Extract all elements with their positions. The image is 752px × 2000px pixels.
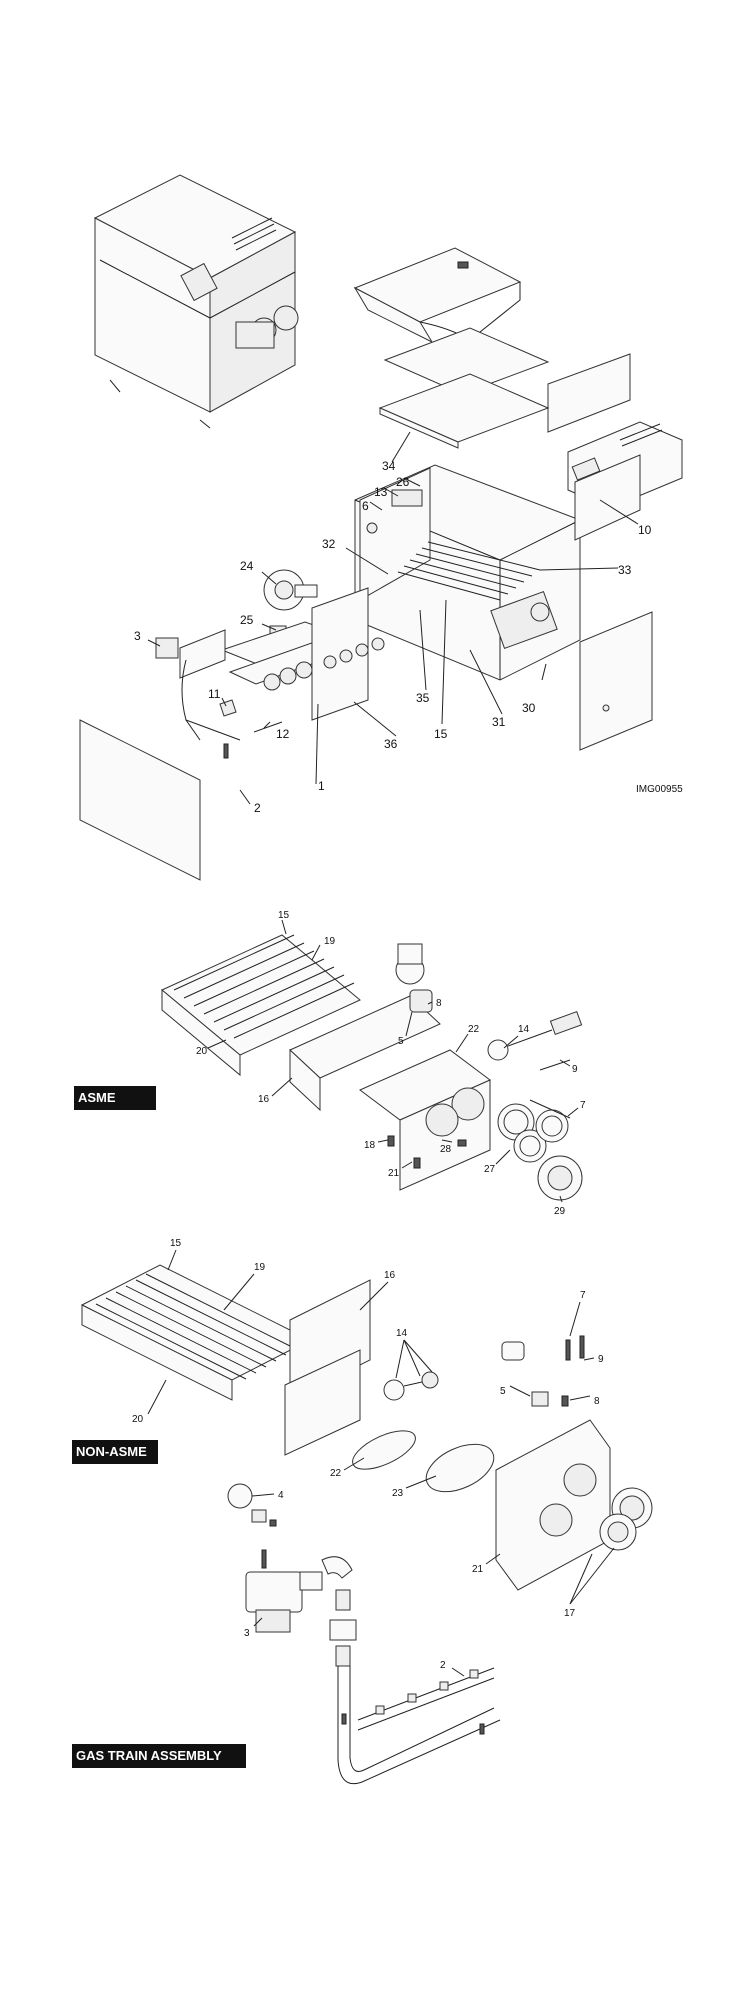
leader-lines-asme [207, 919, 579, 1203]
exchanger-tubes-top [397, 541, 541, 601]
callout-non-23: 23 [392, 1488, 404, 1499]
callout-2: 2 [254, 801, 261, 815]
callout-gas-3: 3 [244, 1628, 250, 1639]
callout-32: 32 [322, 537, 336, 551]
callout-34: 34 [382, 459, 396, 473]
callout-non-8: 8 [594, 1396, 600, 1407]
callout-asme-28: 28 [440, 1144, 452, 1155]
callout-33: 33 [618, 563, 632, 577]
callout-non-9: 9 [598, 1354, 604, 1365]
leader-lines-top [147, 431, 639, 805]
callout-25: 25 [240, 613, 254, 627]
callout-asme-7: 7 [580, 1100, 586, 1111]
callout-non-19: 19 [254, 1262, 266, 1273]
callout-10: 10 [638, 523, 652, 537]
callout-non-17: 17 [564, 1608, 576, 1619]
callout-non-14: 14 [396, 1328, 408, 1339]
callout-15: 15 [434, 727, 448, 741]
callout-asme-8: 8 [436, 998, 442, 1009]
asme-tubes [173, 934, 355, 1039]
callout-6: 6 [362, 499, 369, 513]
callout-24: 24 [240, 559, 254, 573]
callout-asme-14: 14 [518, 1024, 530, 1035]
callout-asme-20: 20 [196, 1046, 208, 1057]
callout-asme-22: 22 [468, 1024, 480, 1035]
callout-asme-18: 18 [364, 1140, 376, 1151]
leader-lines-non-asme [147, 1249, 615, 1605]
callout-asme-9: 9 [572, 1064, 578, 1075]
callout-non-7: 7 [580, 1290, 586, 1301]
callout-asme-15: 15 [278, 910, 290, 921]
callout-gas-2: 2 [440, 1660, 446, 1671]
callout-35: 35 [416, 691, 430, 705]
callout-asme-27: 27 [484, 1164, 496, 1175]
callouts-gas: 4 3 2 [244, 1490, 446, 1671]
callout-asme-29: 29 [554, 1206, 566, 1217]
callout-asme-19: 19 [324, 936, 336, 947]
leader-lines-gas [251, 1493, 465, 1677]
burner-assembly [79, 569, 385, 881]
callouts-top: 34 26 13 6 10 32 33 24 25 3 11 12 2 1 36… [134, 459, 652, 815]
asme-exchanger [161, 934, 583, 1201]
callouts-non-asme: 15 19 16 20 14 7 9 5 8 22 23 21 17 [132, 1238, 604, 1619]
callout-non-20: 20 [132, 1414, 144, 1425]
callout-30: 30 [522, 701, 536, 715]
callout-11: 11 [208, 687, 221, 701]
image-reference: IMG00955 [636, 784, 683, 795]
gas-train [227, 1483, 501, 1785]
callout-asme-5: 5 [398, 1036, 404, 1047]
callout-3: 3 [134, 629, 141, 643]
callout-non-5: 5 [500, 1386, 506, 1397]
section-label-asme: ASME [74, 1086, 156, 1110]
callout-asme-16: 16 [258, 1094, 270, 1105]
callout-non-15: 15 [170, 1238, 182, 1249]
callout-26: 26 [396, 475, 410, 489]
callout-non-16: 16 [384, 1270, 396, 1281]
callout-36: 36 [384, 737, 398, 751]
section-label-gas-train: GAS TRAIN ASSEMBLY [72, 1744, 246, 1768]
callout-1: 1 [318, 779, 325, 793]
non-asme-exchanger [80, 1264, 653, 1591]
callout-non-21: 21 [472, 1564, 484, 1575]
heater-vents [231, 217, 277, 251]
callout-asme-21: 21 [388, 1168, 400, 1179]
callout-gas-4: 4 [278, 1490, 284, 1501]
section-label-non-asme: NON-ASME [72, 1440, 158, 1464]
cabinet-exploded [353, 247, 683, 751]
callout-13: 13 [374, 485, 388, 499]
callouts-asme: 15 19 20 16 8 5 22 14 9 7 18 28 21 27 29 [196, 910, 586, 1217]
callout-31: 31 [492, 715, 506, 729]
non-asme-tubes [95, 1273, 297, 1380]
callout-non-22: 22 [330, 1468, 342, 1479]
callout-12: 12 [276, 727, 290, 741]
assembled-heater [93, 174, 299, 429]
